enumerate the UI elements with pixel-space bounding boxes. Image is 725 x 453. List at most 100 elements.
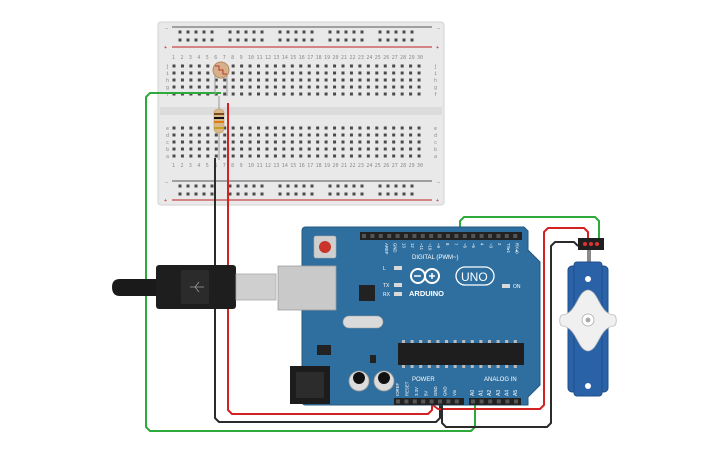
breadboard-hole[interactable]: [265, 147, 269, 151]
breadboard-hole[interactable]: [290, 140, 294, 144]
rail-hole[interactable]: [344, 38, 348, 42]
rail-hole[interactable]: [352, 184, 356, 188]
rail-hole[interactable]: [244, 184, 248, 188]
breadboard-hole[interactable]: [333, 64, 337, 68]
breadboard-hole[interactable]: [290, 154, 294, 158]
breadboard-hole[interactable]: [316, 71, 320, 75]
analog-pin[interactable]: [496, 399, 501, 404]
breadboard-hole[interactable]: [273, 147, 277, 151]
rail-hole[interactable]: [210, 38, 214, 42]
breadboard-hole[interactable]: [189, 147, 193, 151]
rail-hole[interactable]: [386, 192, 390, 196]
rail-hole[interactable]: [228, 38, 232, 42]
breadboard-hole[interactable]: [392, 71, 396, 75]
header-pin[interactable]: [412, 234, 417, 238]
rail-hole[interactable]: [260, 192, 264, 196]
breadboard-hole[interactable]: [375, 133, 379, 137]
breadboard-hole[interactable]: [324, 64, 328, 68]
rail-hole[interactable]: [310, 30, 314, 34]
breadboard-hole[interactable]: [299, 78, 303, 82]
photoresistor[interactable]: [212, 61, 230, 96]
breadboard-hole[interactable]: [392, 64, 396, 68]
breadboard-hole[interactable]: [223, 140, 227, 144]
breadboard-hole[interactable]: [240, 154, 244, 158]
breadboard-hole[interactable]: [299, 92, 303, 96]
breadboard-hole[interactable]: [358, 133, 362, 137]
breadboard-hole[interactable]: [248, 71, 252, 75]
breadboard-hole[interactable]: [349, 154, 353, 158]
breadboard-hole[interactable]: [316, 78, 320, 82]
breadboard-hole[interactable]: [341, 64, 345, 68]
breadboard-hole[interactable]: [248, 78, 252, 82]
breadboard-hole[interactable]: [417, 126, 421, 130]
breadboard-hole[interactable]: [417, 147, 421, 151]
breadboard-hole[interactable]: [206, 78, 210, 82]
breadboard-hole[interactable]: [409, 133, 413, 137]
breadboard-hole[interactable]: [180, 126, 184, 130]
rail-hole[interactable]: [302, 30, 306, 34]
breadboard-hole[interactable]: [366, 64, 370, 68]
header-pin[interactable]: [462, 234, 467, 238]
breadboard-hole[interactable]: [409, 154, 413, 158]
breadboard-hole[interactable]: [392, 154, 396, 158]
rail-hole[interactable]: [344, 30, 348, 34]
breadboard-hole[interactable]: [409, 78, 413, 82]
breadboard-hole[interactable]: [375, 147, 379, 151]
rail-hole[interactable]: [278, 192, 282, 196]
breadboard-hole[interactable]: [180, 85, 184, 89]
breadboard-hole[interactable]: [383, 92, 387, 96]
rail-hole[interactable]: [394, 38, 398, 42]
rail-hole[interactable]: [344, 184, 348, 188]
rail-hole[interactable]: [402, 30, 406, 34]
breadboard-hole[interactable]: [257, 133, 260, 137]
breadboard-hole[interactable]: [358, 147, 362, 151]
breadboard-hole[interactable]: [206, 147, 210, 151]
breadboard-hole[interactable]: [240, 64, 244, 68]
breadboard-hole[interactable]: [383, 154, 387, 158]
breadboard-hole[interactable]: [189, 126, 193, 130]
rail-hole[interactable]: [402, 192, 406, 196]
breadboard-hole[interactable]: [341, 71, 345, 75]
breadboard-hole[interactable]: [257, 140, 260, 144]
analog-pin[interactable]: [505, 399, 510, 404]
header-pin[interactable]: [420, 234, 425, 238]
breadboard-hole[interactable]: [375, 71, 379, 75]
rail-hole[interactable]: [244, 30, 248, 34]
rail-hole[interactable]: [410, 30, 414, 34]
breadboard-hole[interactable]: [248, 154, 252, 158]
analog-pin[interactable]: [514, 399, 518, 404]
breadboard-hole[interactable]: [358, 154, 362, 158]
breadboard-hole[interactable]: [172, 85, 176, 89]
breadboard-hole[interactable]: [265, 64, 269, 68]
breadboard-hole[interactable]: [392, 92, 396, 96]
breadboard-hole[interactable]: [333, 85, 337, 89]
rail-hole[interactable]: [352, 192, 356, 196]
breadboard-hole[interactable]: [392, 78, 396, 82]
breadboard-hole[interactable]: [282, 154, 286, 158]
breadboard-hole[interactable]: [358, 126, 362, 130]
breadboard-hole[interactable]: [197, 126, 201, 130]
breadboard-hole[interactable]: [273, 154, 277, 158]
breadboard-hole[interactable]: [324, 140, 328, 144]
breadboard-hole[interactable]: [290, 147, 294, 151]
rail-hole[interactable]: [252, 38, 256, 42]
breadboard-hole[interactable]: [248, 64, 252, 68]
breadboard-hole[interactable]: [189, 133, 193, 137]
breadboard-hole[interactable]: [299, 133, 303, 137]
breadboard-hole[interactable]: [180, 78, 184, 82]
rail-hole[interactable]: [294, 184, 298, 188]
breadboard-hole[interactable]: [324, 126, 328, 130]
breadboard-hole[interactable]: [231, 147, 235, 151]
breadboard-hole[interactable]: [282, 133, 286, 137]
breadboard-hole[interactable]: [197, 154, 201, 158]
rail-hole[interactable]: [286, 184, 290, 188]
breadboard-hole[interactable]: [240, 147, 244, 151]
rail-hole[interactable]: [352, 38, 356, 42]
breadboard-hole[interactable]: [366, 133, 370, 137]
power-pin[interactable]: [454, 399, 459, 404]
breadboard-hole[interactable]: [290, 78, 294, 82]
breadboard-hole[interactable]: [307, 133, 311, 137]
rail-hole[interactable]: [202, 38, 206, 42]
rail-hole[interactable]: [194, 30, 198, 34]
rail-hole[interactable]: [260, 30, 264, 34]
